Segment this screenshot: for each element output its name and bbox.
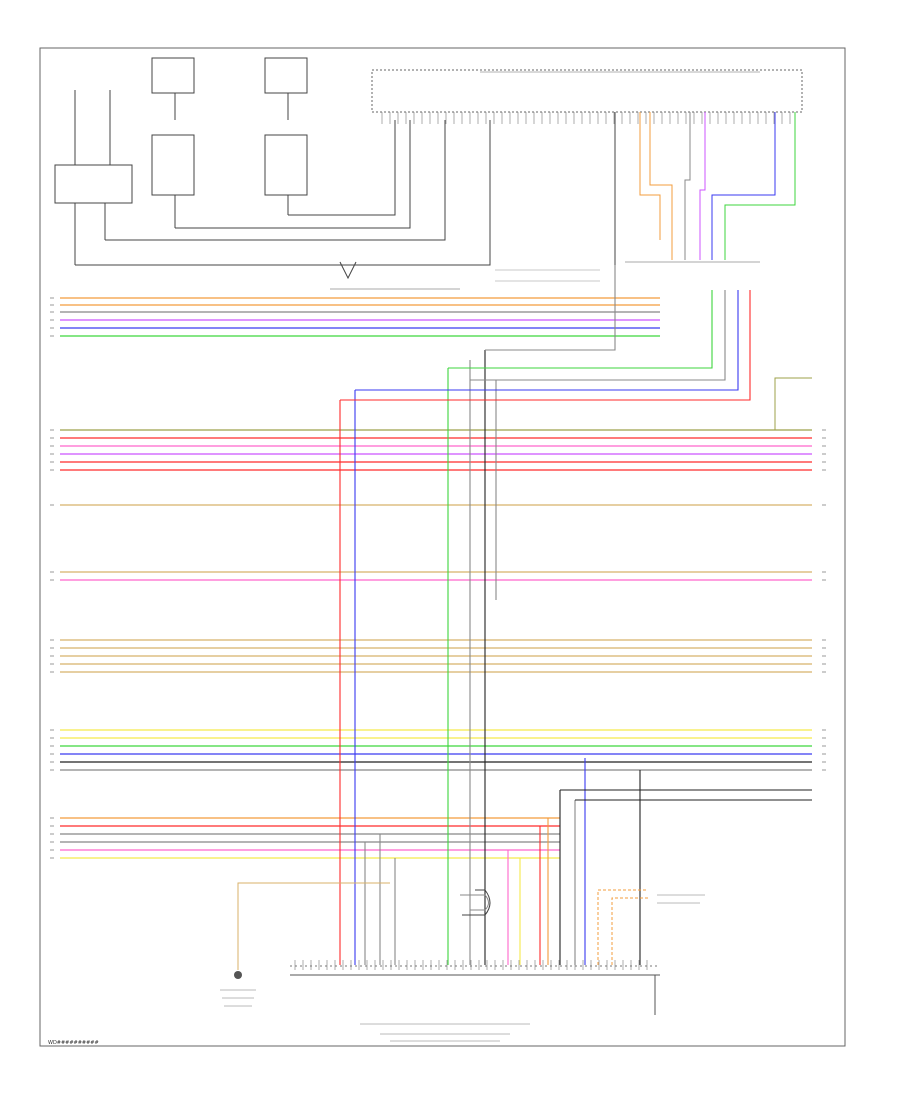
junction-link-3 — [448, 290, 713, 369]
junction-link-5 — [470, 290, 726, 381]
diagram-frame — [39, 47, 846, 1047]
top-right-bundle — [614, 112, 796, 265]
sensor-box-2 — [264, 57, 308, 94]
bottom-left-sensor — [220, 882, 390, 1007]
top-control-module — [371, 69, 803, 113]
wire-crossover — [460, 889, 491, 916]
horizontal-wires — [50, 297, 826, 859]
relay-box — [54, 164, 133, 204]
sensor-box-1 — [151, 57, 195, 94]
top-module-pins — [381, 112, 791, 124]
footer-code: WD########## — [48, 1040, 99, 1046]
bottom-right-connector — [597, 889, 705, 965]
junction-link-1 — [340, 290, 751, 401]
top-left-components — [54, 57, 600, 290]
bottom-module-pins — [294, 960, 648, 970]
switch-box-2 — [264, 134, 308, 196]
junction-link-4 — [485, 265, 616, 351]
switch-box-1 — [151, 134, 195, 196]
junction-link-olive — [774, 377, 812, 431]
bottom-control-module — [290, 965, 660, 1042]
junction-link-2 — [355, 290, 739, 391]
vertical-wires — [339, 265, 812, 965]
